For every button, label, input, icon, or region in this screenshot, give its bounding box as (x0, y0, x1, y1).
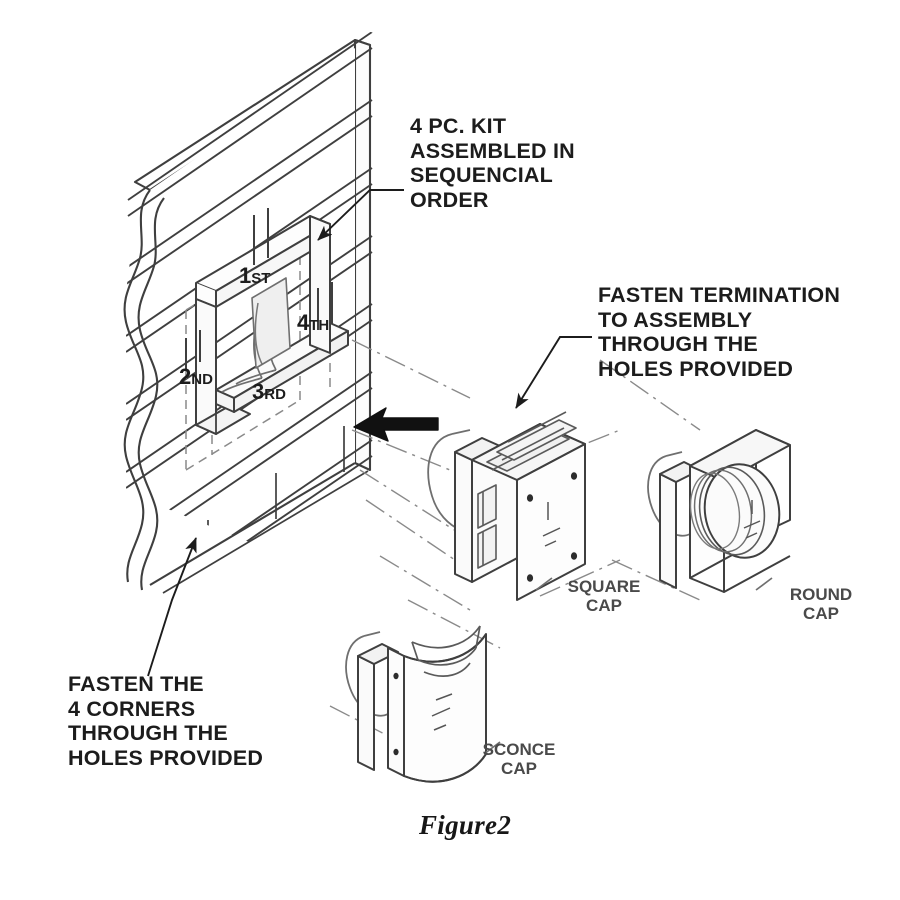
sequence-label-2nd: 2ND (179, 364, 213, 390)
four-piece-kit-assembly (195, 215, 349, 435)
square-cap-screw-holes (526, 472, 578, 582)
part-label-round-cap: ROUND CAP (789, 585, 853, 624)
leader-fasten-termination (515, 336, 592, 409)
sequence-suffix-2: ND (191, 371, 213, 388)
callout-kit-order: 4 PC. KIT ASSEMBLED IN SEQUENCIAL ORDER (410, 114, 575, 212)
part-label-sconce-cap: SCONCE CAP (482, 740, 556, 779)
sequence-number-2: 2 (179, 364, 192, 389)
callout-fasten-termination: FASTEN TERMINATION TO ASSEMBLY THROUGH T… (598, 283, 841, 381)
round-cap-part (647, 429, 791, 593)
sequence-number-1: 1 (239, 263, 252, 288)
sconce-cap-part (345, 625, 487, 783)
sequence-label-4th: 4TH (297, 310, 329, 336)
sequence-suffix-1: ST (251, 270, 271, 287)
square-cap-side-vents (477, 484, 497, 569)
sequence-label-3rd: 3RD (252, 379, 286, 405)
sconce-cap-collar (345, 631, 389, 717)
round-cap-collar (647, 451, 691, 537)
sconce-cap-opening (411, 625, 481, 677)
leader-fasten-corners (147, 537, 197, 677)
round-cap-face-detail (743, 500, 761, 539)
sconce-cap-face-detail (431, 693, 453, 731)
sequence-suffix-3: RD (264, 386, 286, 403)
sconce-cap-screw-holes (393, 672, 399, 756)
callout-fasten-corners: FASTEN THE 4 CORNERS THROUGH THE HOLES P… (68, 672, 264, 770)
part-label-square-cap: SQUARE CAP (567, 577, 641, 616)
square-cap-face-detail (542, 502, 561, 547)
leader-kit-order (317, 189, 404, 241)
sequence-number-4: 4 (297, 310, 310, 335)
insertion-arrow (353, 407, 439, 442)
sequence-number-3: 3 (252, 379, 265, 404)
round-cap-body (689, 463, 781, 559)
sequence-suffix-4: TH (309, 317, 330, 334)
kit-fasteners (185, 208, 333, 370)
figure-caption: Figure2 (419, 810, 512, 840)
leader-lines (147, 189, 592, 677)
square-cap-part (427, 411, 586, 601)
square-cap-louvers (486, 411, 577, 472)
part-label-leaders (483, 577, 773, 755)
kit-piece-4th (309, 215, 331, 354)
sequence-label-1st: 1ST (239, 263, 270, 289)
